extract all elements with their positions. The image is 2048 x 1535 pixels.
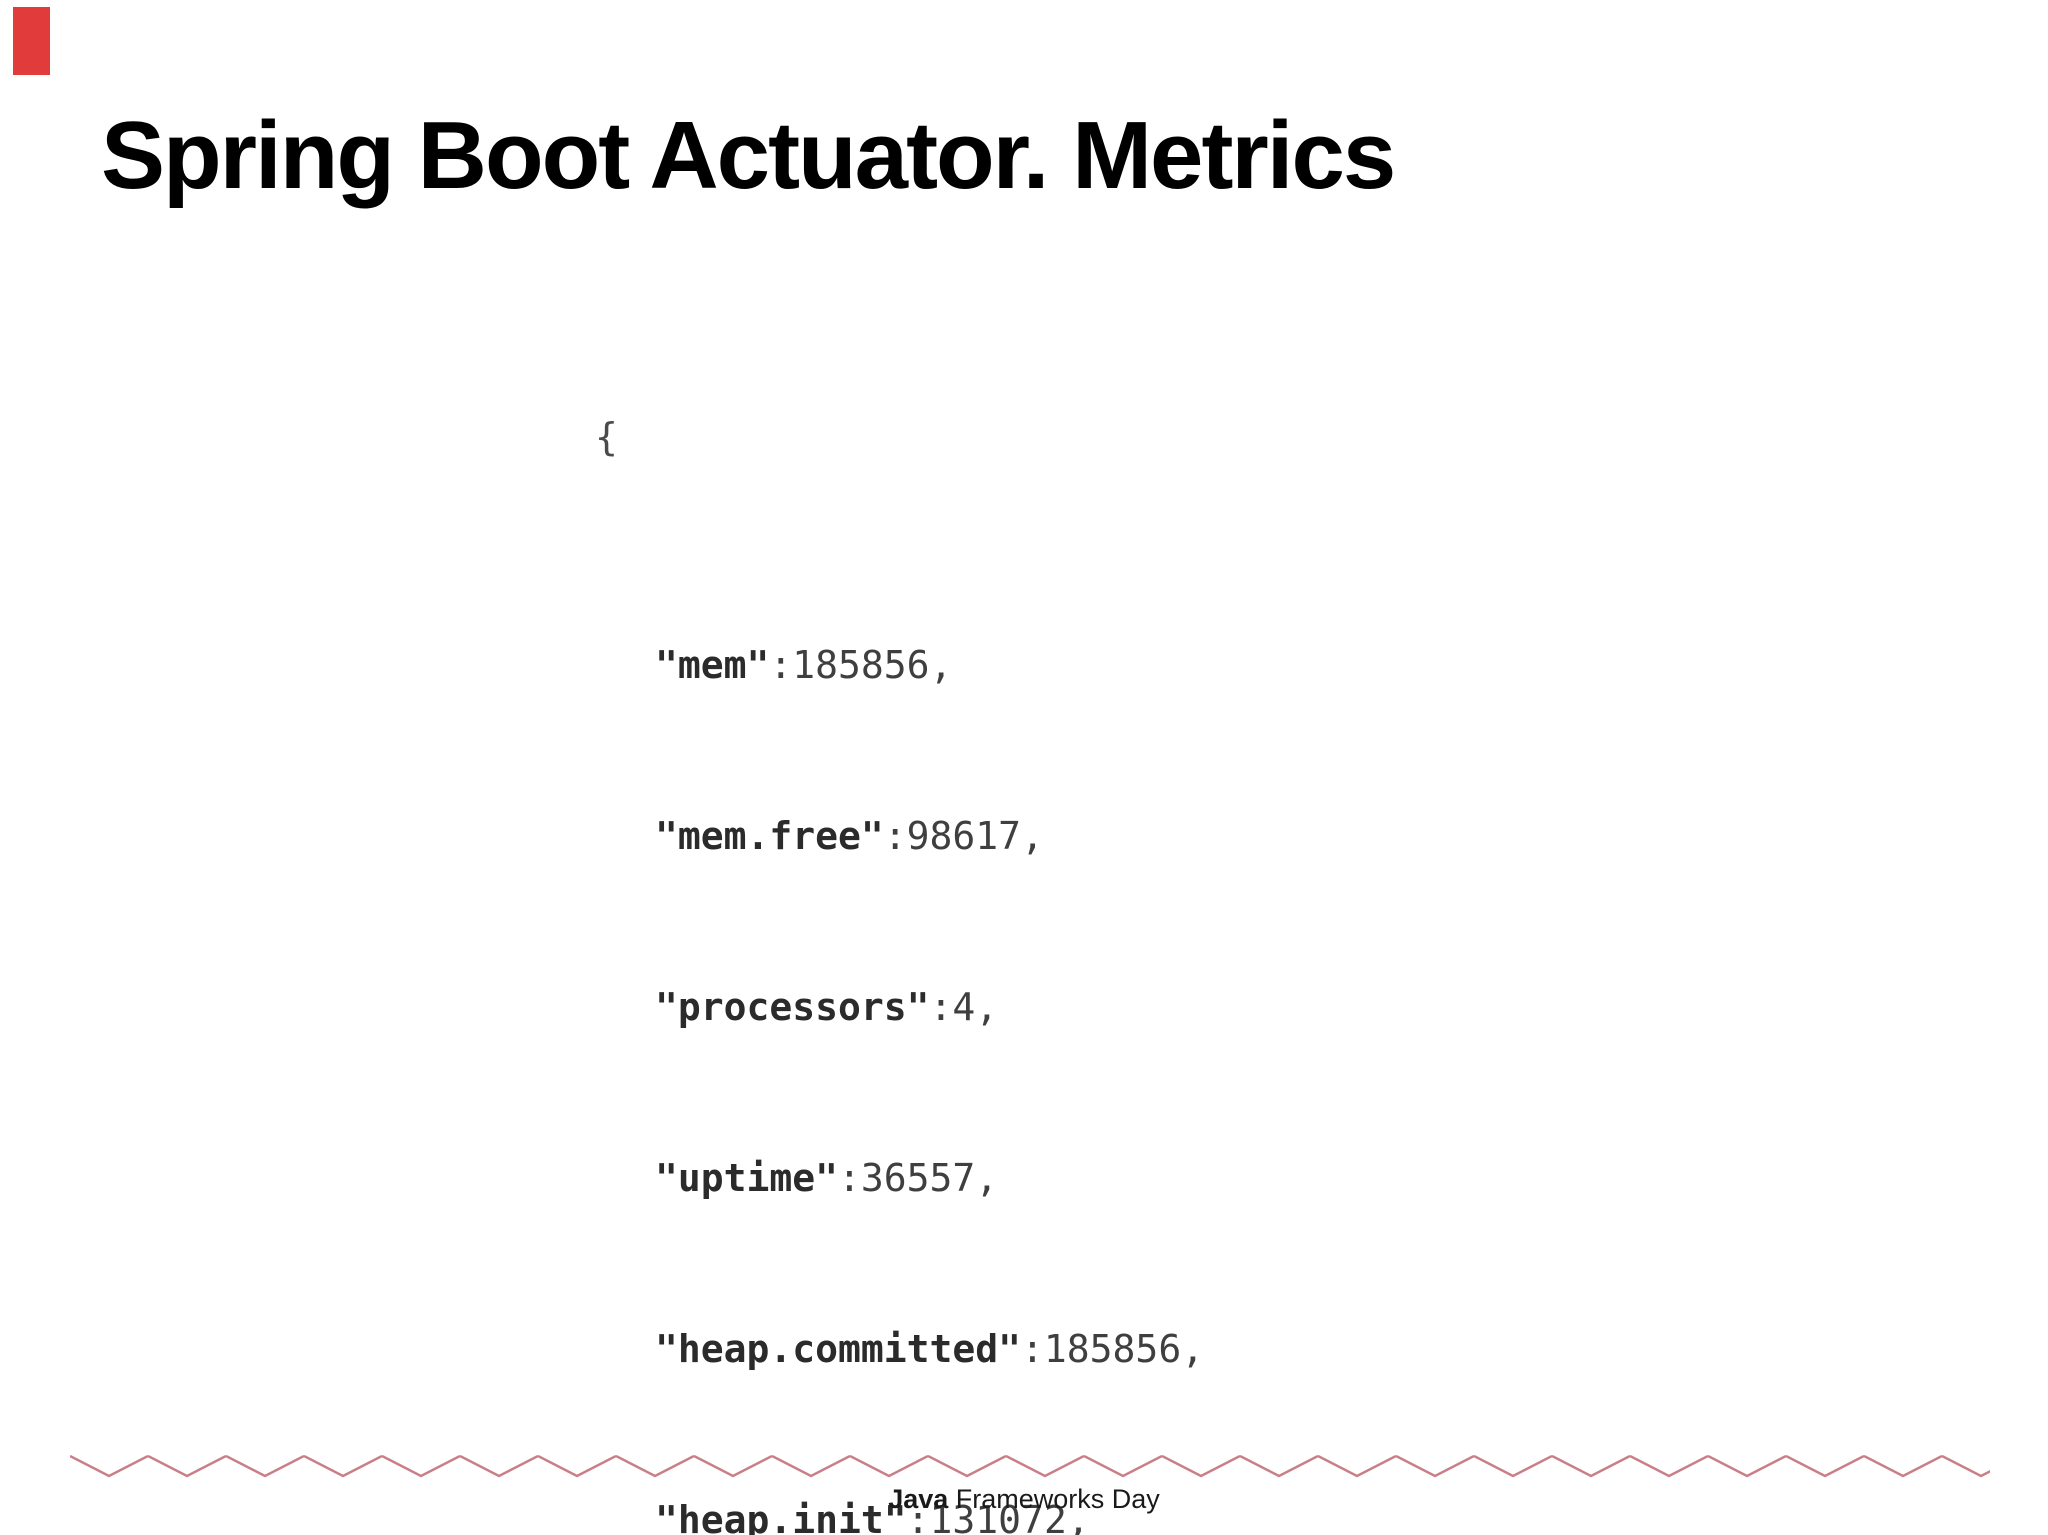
footer-brand: Java Frameworks Day xyxy=(0,1484,2048,1515)
red-accent-bar xyxy=(13,7,50,75)
json-line-heap-init: "heap.init":131072, xyxy=(655,1498,1090,1535)
json-line-uptime: "uptime":36557, xyxy=(655,1156,999,1200)
slide-title: Spring Boot Actuator. Metrics xyxy=(101,102,1396,209)
json-line-processors: "processors":4, xyxy=(655,985,999,1029)
footer-zigzag-divider xyxy=(70,1450,1990,1482)
json-line-mem-free: "mem.free":98617, xyxy=(655,814,1044,858)
json-open-brace: { xyxy=(595,415,618,459)
footer-brand-java: Java xyxy=(888,1484,949,1514)
metrics-json-block: { "mem":185856, "mem.free":98617, "proce… xyxy=(595,295,1250,1535)
footer-brand-rest: Frameworks Day xyxy=(948,1484,1160,1514)
json-line-heap-committed: "heap.committed":185856, xyxy=(655,1327,1205,1371)
json-line-mem: "mem":185856, xyxy=(655,643,953,687)
